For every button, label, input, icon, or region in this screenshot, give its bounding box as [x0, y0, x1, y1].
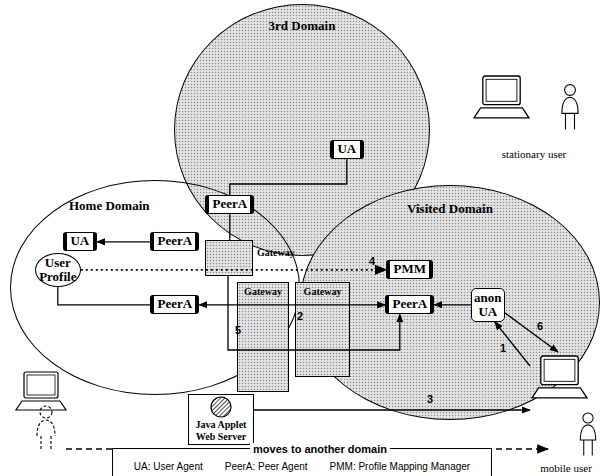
person-icon [562, 85, 578, 130]
home-laptop [16, 372, 66, 410]
agent-box: PeerA [150, 232, 199, 251]
node-label: 3rd Domain [175, 19, 429, 34]
connector [228, 276, 400, 350]
callout-number: 3 [427, 394, 433, 405]
agent-box: UA [330, 140, 364, 159]
node-label: Gateway [244, 286, 282, 298]
node-label: PeerA: Peer Agent [225, 461, 308, 472]
callout-number: 5 [235, 325, 241, 336]
connector [58, 287, 151, 305]
node-label: Home Domain [69, 199, 150, 214]
callout-number: 1 [500, 343, 506, 354]
person-icon [580, 413, 595, 456]
mobile-user: mobile user [530, 352, 602, 474]
connector [505, 313, 558, 352]
node-label: UA [70, 234, 89, 249]
connector [230, 159, 347, 195]
note-label: moves to another domain [250, 443, 390, 455]
node-label: anon UA [472, 291, 504, 318]
connector [97, 241, 151, 242]
node-label: PeerA [392, 297, 427, 312]
agent-box: PeerA [385, 295, 434, 314]
node-label: PMM: Profile Mapping Manager [330, 461, 471, 472]
connector [199, 304, 385, 305]
node-label: Gateway [257, 247, 295, 259]
callout-number: 4 [369, 256, 375, 267]
node-label: Visited Domain [301, 202, 599, 217]
connector [434, 304, 471, 305]
callout-number: 2 [297, 311, 303, 322]
laptop-icon [532, 356, 587, 398]
node-label: stationary user [502, 148, 566, 160]
connector [229, 214, 230, 240]
agent-box: PeerA [205, 195, 254, 214]
web-server-box: Java AppletWeb Server [188, 394, 254, 445]
gateway-box: Gateway [237, 282, 289, 392]
node-label: UA [337, 142, 356, 157]
former-user-figure [37, 406, 55, 450]
gateway-box: Gateway [295, 282, 350, 377]
user-illustration [470, 68, 598, 160]
connector [254, 409, 530, 410]
agent-box: PMM [386, 260, 433, 279]
anon-agent-box: anon UA [471, 288, 505, 322]
node-label: Web Server [196, 431, 246, 443]
applet-icon [189, 395, 253, 419]
node-label: PeerA [212, 197, 247, 212]
connector [81, 269, 387, 271]
callout-number: 6 [537, 321, 543, 332]
node-label: Gateway [304, 286, 342, 298]
node-label: PeerA [157, 234, 192, 249]
user-illustration [530, 352, 602, 474]
connector [495, 322, 530, 366]
node-label: mobile user [540, 462, 592, 474]
agent-box: PeerA [150, 295, 199, 314]
laptop-icon [474, 76, 529, 118]
agent-box: UA [63, 232, 97, 251]
node-label: Java Applet [196, 419, 247, 431]
node-label: PMM [394, 262, 426, 277]
node-label: User Profile [36, 256, 80, 283]
profile-ellipse: User Profile [35, 253, 81, 287]
node-label: PeerA [157, 297, 192, 312]
stationary-user: stationary user [470, 68, 598, 160]
node-label: UA: User Agent [134, 461, 203, 472]
